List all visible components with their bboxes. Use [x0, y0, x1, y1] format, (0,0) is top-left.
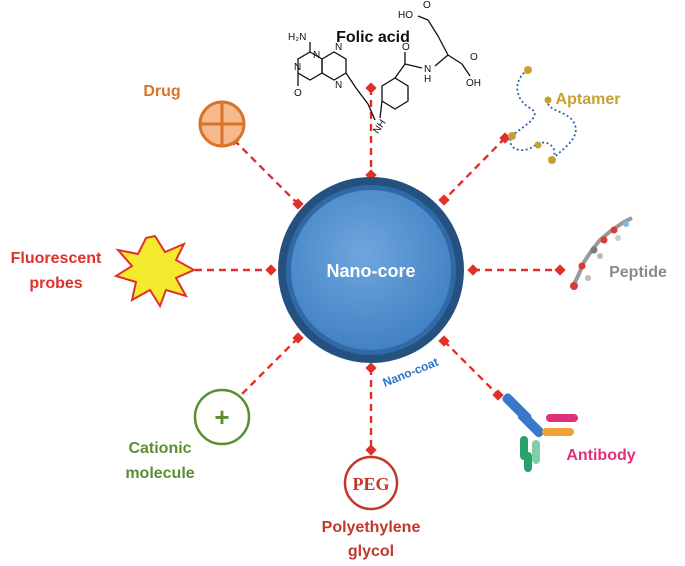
- benzene-ring: [381, 77, 409, 110]
- bond: [394, 63, 406, 79]
- diamond: [492, 389, 504, 401]
- peg-icon: PEG: [343, 455, 399, 511]
- atom-label: O: [294, 88, 302, 99]
- connectors: [183, 88, 560, 450]
- atom-label: N: [335, 80, 342, 91]
- peptide-atom: [590, 246, 598, 254]
- diamond: [365, 82, 377, 94]
- nano-core-label: Nano-core: [326, 261, 415, 281]
- nano-core: Nano-core Nano-coat: [278, 177, 464, 390]
- atom-label: H₂N: [288, 32, 306, 43]
- aptamer-strand: [509, 69, 577, 161]
- antibody-label: Antibody: [566, 447, 635, 464]
- antibody-fab: [546, 414, 578, 422]
- peptide-atom: [578, 262, 586, 270]
- peptide-label: Peptide: [609, 264, 667, 281]
- atom-label: NH: [371, 118, 388, 136]
- folic-acid-structure: [297, 15, 471, 121]
- diamond: [365, 444, 377, 456]
- peptide-icon: [570, 216, 633, 290]
- peptide-atom: [623, 221, 629, 227]
- aptamer-bead: [544, 96, 552, 104]
- peptide-atom: [610, 226, 618, 234]
- cationic-label-line2: molecule: [125, 465, 194, 482]
- bond: [447, 54, 463, 65]
- drug-label: Drug: [143, 83, 180, 100]
- bond: [437, 35, 449, 56]
- bond: [417, 15, 429, 21]
- peg-symbol: PEG: [352, 474, 389, 494]
- bond: [461, 63, 471, 77]
- peptide-atom: [585, 275, 591, 281]
- connector-antibody: [443, 340, 499, 396]
- folic-acid-label: Folic acid: [336, 29, 410, 46]
- peptide-atom: [570, 282, 578, 290]
- bond: [427, 19, 439, 37]
- starburst: [113, 234, 197, 309]
- aptamer-bead: [508, 132, 516, 140]
- cationic-icon: +: [193, 388, 251, 446]
- cationic-circle: [193, 388, 251, 446]
- diamond: [365, 362, 377, 374]
- atom-label: O: [470, 52, 478, 63]
- diamond: [265, 264, 277, 276]
- peptide-atom: [615, 235, 621, 241]
- antibody-heavy-chain: [517, 410, 545, 438]
- connector-cationic: [235, 337, 299, 401]
- bond: [355, 87, 369, 105]
- plus-icon: +: [214, 402, 229, 432]
- diamond: [467, 264, 479, 276]
- cationic-label-line1: Cationic: [128, 440, 191, 457]
- atom-label: N: [335, 42, 342, 53]
- antibody-fc: [524, 452, 532, 472]
- atom-label: H: [424, 74, 431, 85]
- diamond: [438, 194, 450, 206]
- pteridine-ring-b: [321, 51, 347, 81]
- antibody-icon: [502, 393, 578, 472]
- peptide-atom: [597, 253, 603, 259]
- peg-label-line1: Polyethylene: [322, 519, 421, 536]
- bond: [379, 100, 383, 119]
- peg-circle: [343, 455, 399, 511]
- aptamer-bead: [524, 66, 532, 74]
- fluorescent-probe-icon: [113, 234, 197, 309]
- peg-label-line2: glycol: [348, 543, 394, 560]
- bond: [367, 103, 376, 121]
- folic-acid-atoms: H₂N N N N N O NH O N H HO O OH O: [288, 0, 481, 136]
- aptamer-bead: [534, 141, 542, 149]
- bond: [404, 63, 423, 69]
- atom-label: N: [424, 64, 431, 75]
- peptide-atom: [600, 236, 608, 244]
- atom-label: HO: [398, 10, 413, 21]
- atom-label: O: [423, 0, 431, 11]
- fluorescent-label-line2: probes: [29, 275, 82, 292]
- atom-label: OH: [466, 78, 481, 89]
- aptamer-icon: [508, 66, 577, 164]
- antibody-fc: [532, 440, 540, 464]
- nano-core-sphere: [291, 190, 451, 350]
- connector-drug: [233, 139, 299, 205]
- fluorescent-label-line1: Fluorescent: [11, 250, 102, 267]
- diamond: [554, 264, 566, 276]
- aptamer-label: Aptamer: [556, 91, 621, 108]
- drug-icon: [198, 100, 246, 148]
- antibody-fab: [542, 428, 574, 436]
- atom-label: N: [294, 62, 301, 73]
- aptamer-bead: [548, 156, 556, 164]
- bond: [434, 54, 449, 67]
- connector-aptamer: [443, 137, 506, 201]
- peptide-backbone: [570, 216, 633, 289]
- bond: [345, 72, 357, 89]
- atom-label: N: [313, 50, 320, 61]
- atom-label: O: [402, 42, 410, 53]
